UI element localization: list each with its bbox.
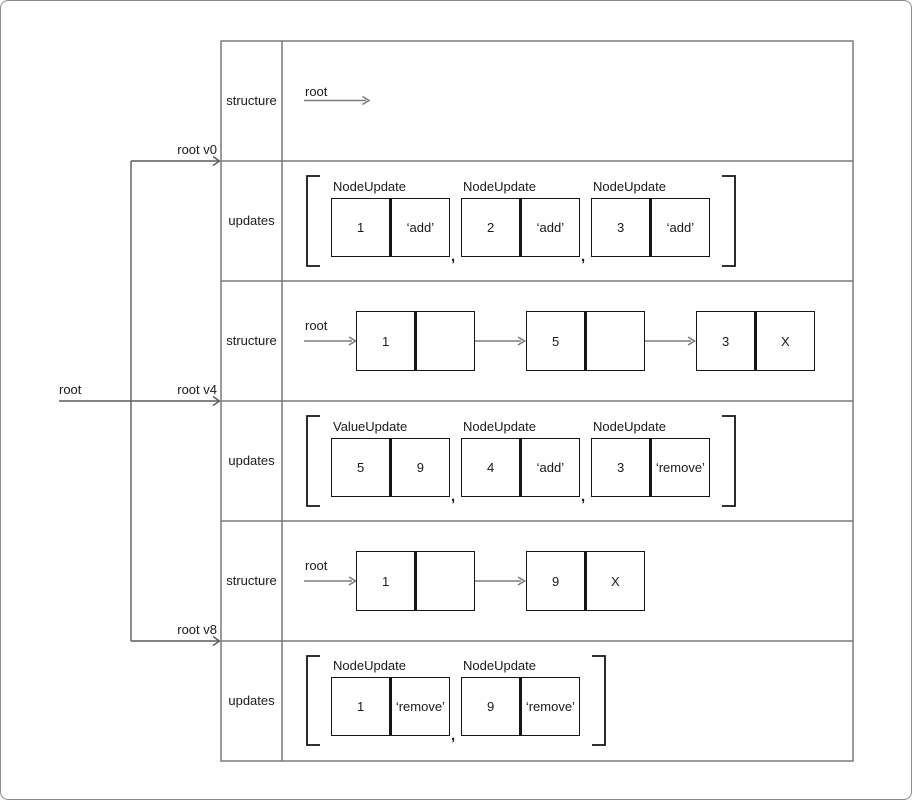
update-record-type: NodeUpdate bbox=[593, 179, 666, 194]
record-divider bbox=[389, 678, 392, 735]
update-key-cell: 5 bbox=[357, 460, 365, 475]
record-divider bbox=[519, 439, 522, 496]
row-label-structure-v8: structure bbox=[226, 573, 277, 588]
update-record-type: NodeUpdate bbox=[333, 179, 406, 194]
update-record: 9 ‘remove’ bbox=[461, 677, 580, 736]
arrowhead-icon bbox=[687, 336, 697, 346]
node-null-cell: X bbox=[781, 333, 790, 349]
node-pointer-cell bbox=[587, 312, 644, 370]
update-op-cell: ‘remove’ bbox=[395, 699, 445, 714]
linked-list-node: 9 X bbox=[526, 551, 645, 611]
update-record-type: NodeUpdate bbox=[463, 179, 536, 194]
tree-branch-label-v8: root v8 bbox=[177, 622, 217, 637]
node-pointer-cell bbox=[417, 312, 474, 370]
record-divider bbox=[649, 199, 652, 256]
arrowhead-icon bbox=[348, 336, 358, 346]
row-label-updates-v4: updates bbox=[228, 453, 275, 468]
arrowhead-icon bbox=[348, 576, 358, 586]
record-divider bbox=[519, 678, 522, 735]
node-pointer-cell bbox=[417, 552, 474, 610]
update-record-type: NodeUpdate bbox=[333, 658, 406, 673]
node-divider bbox=[414, 552, 417, 610]
arrowhead-icon bbox=[517, 336, 527, 346]
row-label-updates-v8: updates bbox=[228, 693, 275, 708]
update-op-cell: 9 bbox=[416, 460, 424, 475]
node-divider bbox=[754, 312, 757, 370]
linked-list-node: 1 bbox=[356, 551, 475, 611]
node-value-cell: 3 bbox=[722, 333, 730, 349]
node-divider bbox=[414, 312, 417, 370]
update-record: 4 ‘add’ bbox=[461, 438, 580, 497]
tree-branch-label-v4: root v4 bbox=[177, 382, 217, 397]
update-op-cell: ‘add’ bbox=[666, 220, 695, 235]
update-key-cell: 1 bbox=[357, 699, 365, 714]
update-key-cell: 3 bbox=[617, 220, 625, 235]
update-record: 3 ‘add’ bbox=[591, 198, 710, 257]
root-pointer-label-v0: root bbox=[305, 84, 328, 99]
node-divider bbox=[584, 552, 587, 610]
linked-list-node: 5 bbox=[526, 311, 645, 371]
node-null-cell: X bbox=[611, 573, 620, 589]
linked-list-node: 1 bbox=[356, 311, 475, 371]
node-value-cell: 1 bbox=[382, 573, 390, 589]
record-divider bbox=[519, 199, 522, 256]
update-record-type: ValueUpdate bbox=[333, 419, 408, 434]
comma-separator: , bbox=[451, 488, 456, 505]
arrowhead-icon bbox=[212, 395, 221, 407]
update-record-type: NodeUpdate bbox=[593, 419, 666, 434]
arrowhead-icon bbox=[362, 95, 371, 106]
update-op-cell: ‘remove’ bbox=[525, 699, 575, 714]
node-value-cell: 5 bbox=[552, 333, 560, 349]
update-op-cell: ‘add’ bbox=[536, 460, 565, 475]
list-brackets bbox=[306, 175, 736, 746]
update-key-cell: 1 bbox=[357, 220, 365, 235]
tree-root-label: root bbox=[59, 382, 82, 397]
update-key-cell: 9 bbox=[487, 699, 495, 714]
record-divider bbox=[389, 439, 392, 496]
row-label-updates-v0: updates bbox=[228, 213, 275, 228]
table-grid bbox=[220, 40, 854, 762]
update-key-cell: 3 bbox=[617, 460, 625, 475]
row-label-structure-v4: structure bbox=[226, 333, 277, 348]
update-op-cell: ‘remove’ bbox=[655, 460, 705, 475]
tree-branch-label-v0: root v0 bbox=[177, 142, 217, 157]
node-divider bbox=[584, 312, 587, 370]
arrowhead-icon bbox=[212, 155, 221, 167]
arrowhead-icon bbox=[212, 635, 221, 647]
update-record: 1 ‘add’ bbox=[331, 198, 450, 257]
version-tree bbox=[59, 155, 221, 647]
update-op-cell: ‘add’ bbox=[536, 220, 565, 235]
update-key-cell: 4 bbox=[487, 460, 495, 475]
root-pointer-label-v8: root bbox=[305, 558, 328, 573]
comma-separator: , bbox=[451, 727, 456, 744]
record-divider bbox=[649, 439, 652, 496]
update-record: 5 9 bbox=[331, 438, 450, 497]
record-divider bbox=[389, 199, 392, 256]
update-record-type: NodeUpdate bbox=[463, 419, 536, 434]
node-value-cell: 1 bbox=[382, 333, 390, 349]
update-record: 1 ‘remove’ bbox=[331, 677, 450, 736]
comma-separator: , bbox=[581, 488, 586, 505]
root-pointer-label-v4: root bbox=[305, 318, 328, 333]
node-value-cell: 9 bbox=[552, 573, 560, 589]
arrowhead-icon bbox=[517, 576, 527, 586]
update-key-cell: 2 bbox=[487, 220, 495, 235]
update-record: 2 ‘add’ bbox=[461, 198, 580, 257]
update-record: 3 ‘remove’ bbox=[591, 438, 710, 497]
linked-list-node: 3 X bbox=[696, 311, 815, 371]
update-record-type: NodeUpdate bbox=[463, 658, 536, 673]
comma-separator: , bbox=[451, 248, 456, 265]
update-op-cell: ‘add’ bbox=[406, 220, 435, 235]
comma-separator: , bbox=[581, 248, 586, 265]
row-label-structure-v0: structure bbox=[226, 93, 277, 108]
